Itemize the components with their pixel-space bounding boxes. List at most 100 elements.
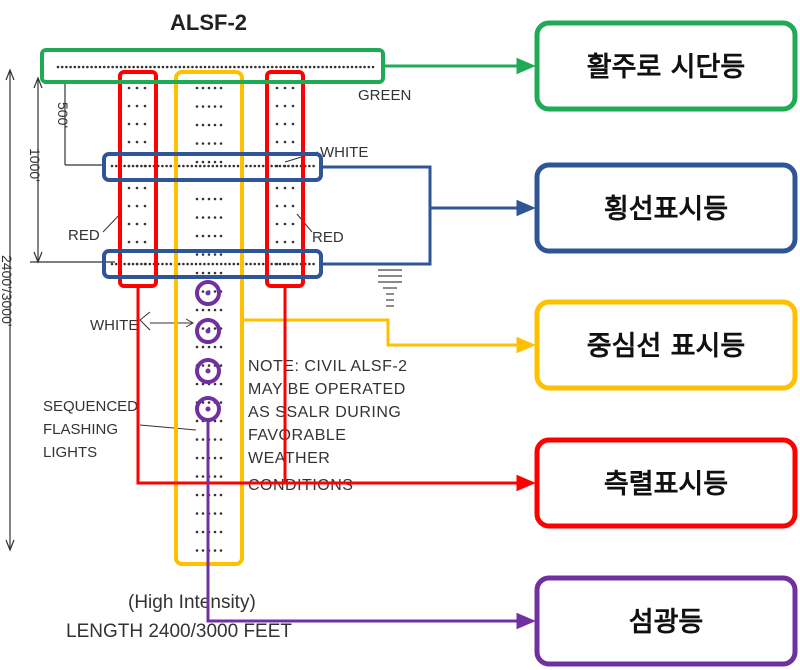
- light-dot: [207, 262, 210, 266]
- light-dot: [219, 530, 223, 534]
- light-dot: [213, 438, 217, 441]
- light-dot: [219, 401, 223, 404]
- light-dot: [127, 204, 131, 208]
- light-dot: [241, 65, 245, 69]
- light-dot: [275, 86, 279, 90]
- light-dot: [123, 262, 126, 266]
- light-dot: [219, 512, 223, 515]
- light-dot: [219, 419, 223, 423]
- dimension-lines: [5, 68, 115, 552]
- light-dot: [207, 234, 211, 238]
- bottom-line-2: LENGTH 2400/3000 FEET: [66, 621, 292, 642]
- light-dot: [177, 164, 181, 168]
- light-dot: [304, 65, 308, 69]
- bottom-line-1: (High Intensity): [128, 592, 256, 613]
- light-dot: [201, 530, 205, 534]
- light-dot: [215, 164, 219, 168]
- light-dot: [212, 65, 215, 69]
- light-dot: [201, 308, 205, 312]
- light-dot: [215, 262, 219, 266]
- light-dot: [60, 65, 64, 69]
- light-dot: [283, 222, 287, 226]
- light-dot: [128, 65, 131, 69]
- light-dot: [143, 122, 147, 126]
- light-dot: [228, 65, 232, 69]
- light-dot: [219, 308, 223, 312]
- light-dot: [228, 262, 231, 266]
- light-dot: [136, 65, 140, 69]
- light-dot: [283, 122, 287, 126]
- light-dot: [275, 122, 279, 126]
- light-dot: [73, 65, 77, 69]
- light-dot: [219, 493, 223, 497]
- light-dot: [127, 240, 131, 244]
- light-dot: [282, 262, 286, 266]
- light-dot: [236, 164, 240, 168]
- light-dot: [201, 327, 205, 330]
- light-dot: [219, 142, 223, 145]
- light-dot: [198, 164, 202, 168]
- light-dot: [257, 262, 261, 266]
- light-dot: [127, 164, 131, 168]
- light-dot: [127, 122, 131, 126]
- light-dot: [291, 164, 294, 168]
- light-dot: [275, 240, 279, 244]
- callout-threshold: 활주로 시단등: [534, 20, 798, 112]
- light-dot: [220, 65, 224, 69]
- light-dot: [282, 164, 286, 168]
- light-dot: [224, 262, 227, 266]
- note-line-4: FAVORABLE: [248, 427, 346, 444]
- light-dot: [157, 65, 161, 69]
- light-dot: [201, 123, 205, 127]
- light-dot: [219, 164, 223, 168]
- light-dot: [274, 164, 278, 168]
- light-dot: [219, 123, 223, 127]
- light-dot: [211, 164, 215, 168]
- light-dot: [195, 105, 199, 108]
- light-dot: [213, 197, 217, 201]
- light-dot: [213, 234, 217, 238]
- light-dot: [135, 204, 139, 208]
- light-dot: [144, 262, 147, 266]
- light-dot: [291, 65, 295, 69]
- light-dot: [186, 65, 190, 69]
- light-dot: [219, 475, 223, 478]
- light-dot: [249, 164, 252, 168]
- light-dot: [77, 65, 81, 69]
- light-dot: [283, 204, 287, 208]
- light-dot: [219, 86, 223, 90]
- light-dot: [143, 204, 147, 208]
- light-dot: [123, 65, 127, 69]
- light-dot: [274, 262, 278, 266]
- light-dot: [195, 475, 199, 478]
- light-dot: [350, 65, 354, 69]
- light-dot: [81, 65, 85, 69]
- light-dot: [207, 105, 211, 108]
- light-dot: [213, 456, 217, 460]
- light-dot: [291, 186, 295, 190]
- light-dot: [144, 65, 148, 69]
- light-dot: [283, 86, 287, 90]
- callout-threshold-label: 활주로 시단등: [587, 52, 745, 83]
- light-dot: [266, 65, 270, 69]
- light-dot: [169, 262, 173, 266]
- light-dot: [127, 222, 131, 226]
- light-dot: [262, 65, 266, 69]
- light-dot: [207, 345, 211, 349]
- light-dot: [321, 65, 324, 69]
- light-dot: [140, 262, 143, 266]
- light-dot: [219, 197, 223, 201]
- label-green: GREEN: [358, 87, 411, 104]
- light-dot: [201, 86, 205, 90]
- light-dot: [161, 164, 164, 168]
- light-dot: [201, 253, 205, 256]
- seq-label-3: LIGHTS: [43, 444, 97, 461]
- light-dot: [308, 262, 311, 266]
- light-dot: [201, 438, 205, 441]
- light-dot: [291, 104, 295, 108]
- light-dot: [213, 327, 217, 330]
- light-dot: [207, 142, 211, 145]
- light-dot: [195, 216, 199, 219]
- callout-flashing: 섬광등: [534, 575, 798, 667]
